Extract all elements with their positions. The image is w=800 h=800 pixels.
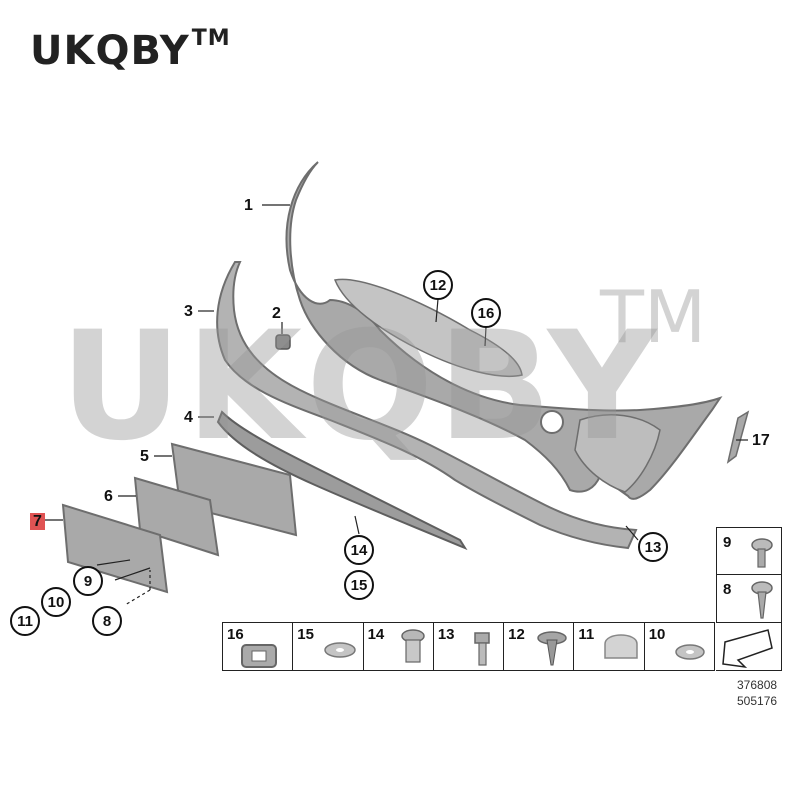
- bumper-fog-recess: [574, 414, 661, 493]
- callout-4: 4: [184, 409, 193, 426]
- legend-number: 10: [648, 626, 666, 643]
- side-legend-number: 9: [723, 534, 732, 551]
- trim-strip: [726, 410, 750, 464]
- callout-6: 6: [104, 488, 113, 505]
- cap-icon-11: [604, 634, 638, 659]
- lower-spoiler: [216, 410, 468, 551]
- legend-number: 11: [578, 626, 595, 643]
- callout-1: 1: [244, 197, 253, 214]
- callout-15: 15: [344, 570, 374, 600]
- callout-3: 3: [184, 303, 193, 320]
- callout-10: 10: [41, 587, 71, 617]
- legend-number: 12: [508, 626, 525, 643]
- legend-cell: 16: [223, 623, 294, 670]
- callout-2: 2: [272, 305, 281, 322]
- legend-cell: 10: [645, 623, 714, 670]
- callout-16: 16: [471, 298, 501, 328]
- diagram-subcode: 505176: [737, 694, 778, 708]
- legend-number: 15: [297, 626, 314, 643]
- legend-icons: [241, 538, 773, 668]
- callout-8: 8: [92, 606, 122, 636]
- legend-cell: 11: [574, 623, 645, 670]
- bumper-support: [216, 261, 638, 550]
- legend-number: 16: [227, 626, 244, 643]
- brand-logo: UKQBYTM: [30, 26, 231, 74]
- legend-cell: 14: [364, 623, 434, 670]
- callout-5: 5: [140, 448, 149, 465]
- plate-bracket-7: [61, 503, 169, 594]
- callout-13: 13: [638, 532, 668, 562]
- arrow-cell: [716, 622, 782, 671]
- callout-7: 7: [30, 512, 45, 532]
- plate-bracket-5: [170, 442, 298, 537]
- legend-number: 13: [437, 626, 455, 643]
- callout-9: 9: [73, 566, 103, 596]
- fog-lamp-hole: [540, 410, 564, 434]
- callout-7-highlight: 7: [30, 513, 45, 530]
- callout-12: 12: [423, 270, 453, 300]
- legend-number: 14: [367, 626, 385, 643]
- leader-lines: [44, 204, 748, 606]
- callout-14: 14: [344, 535, 374, 565]
- callout-17: 17: [752, 432, 770, 449]
- bumper-grille-recess: [333, 278, 523, 378]
- diagram-code: 376808: [737, 678, 778, 692]
- legend-cell: 12: [504, 623, 575, 670]
- legend-cell: 15: [293, 623, 364, 670]
- callout-11: 11: [10, 606, 40, 636]
- legend-cell: 13: [434, 623, 505, 670]
- arrow-icon: [722, 629, 773, 669]
- side-legend-cell: 9: [716, 527, 782, 575]
- side-legend-number: 8: [723, 581, 732, 598]
- clip-part: [275, 334, 291, 350]
- brand-name: UKQBY: [30, 28, 190, 74]
- plate-bracket-6: [133, 476, 220, 557]
- fastener-legend: 16 15 14 13 12 11 10: [222, 622, 715, 671]
- brand-tm: TM: [191, 26, 231, 51]
- side-legend-cell: 8: [716, 574, 782, 623]
